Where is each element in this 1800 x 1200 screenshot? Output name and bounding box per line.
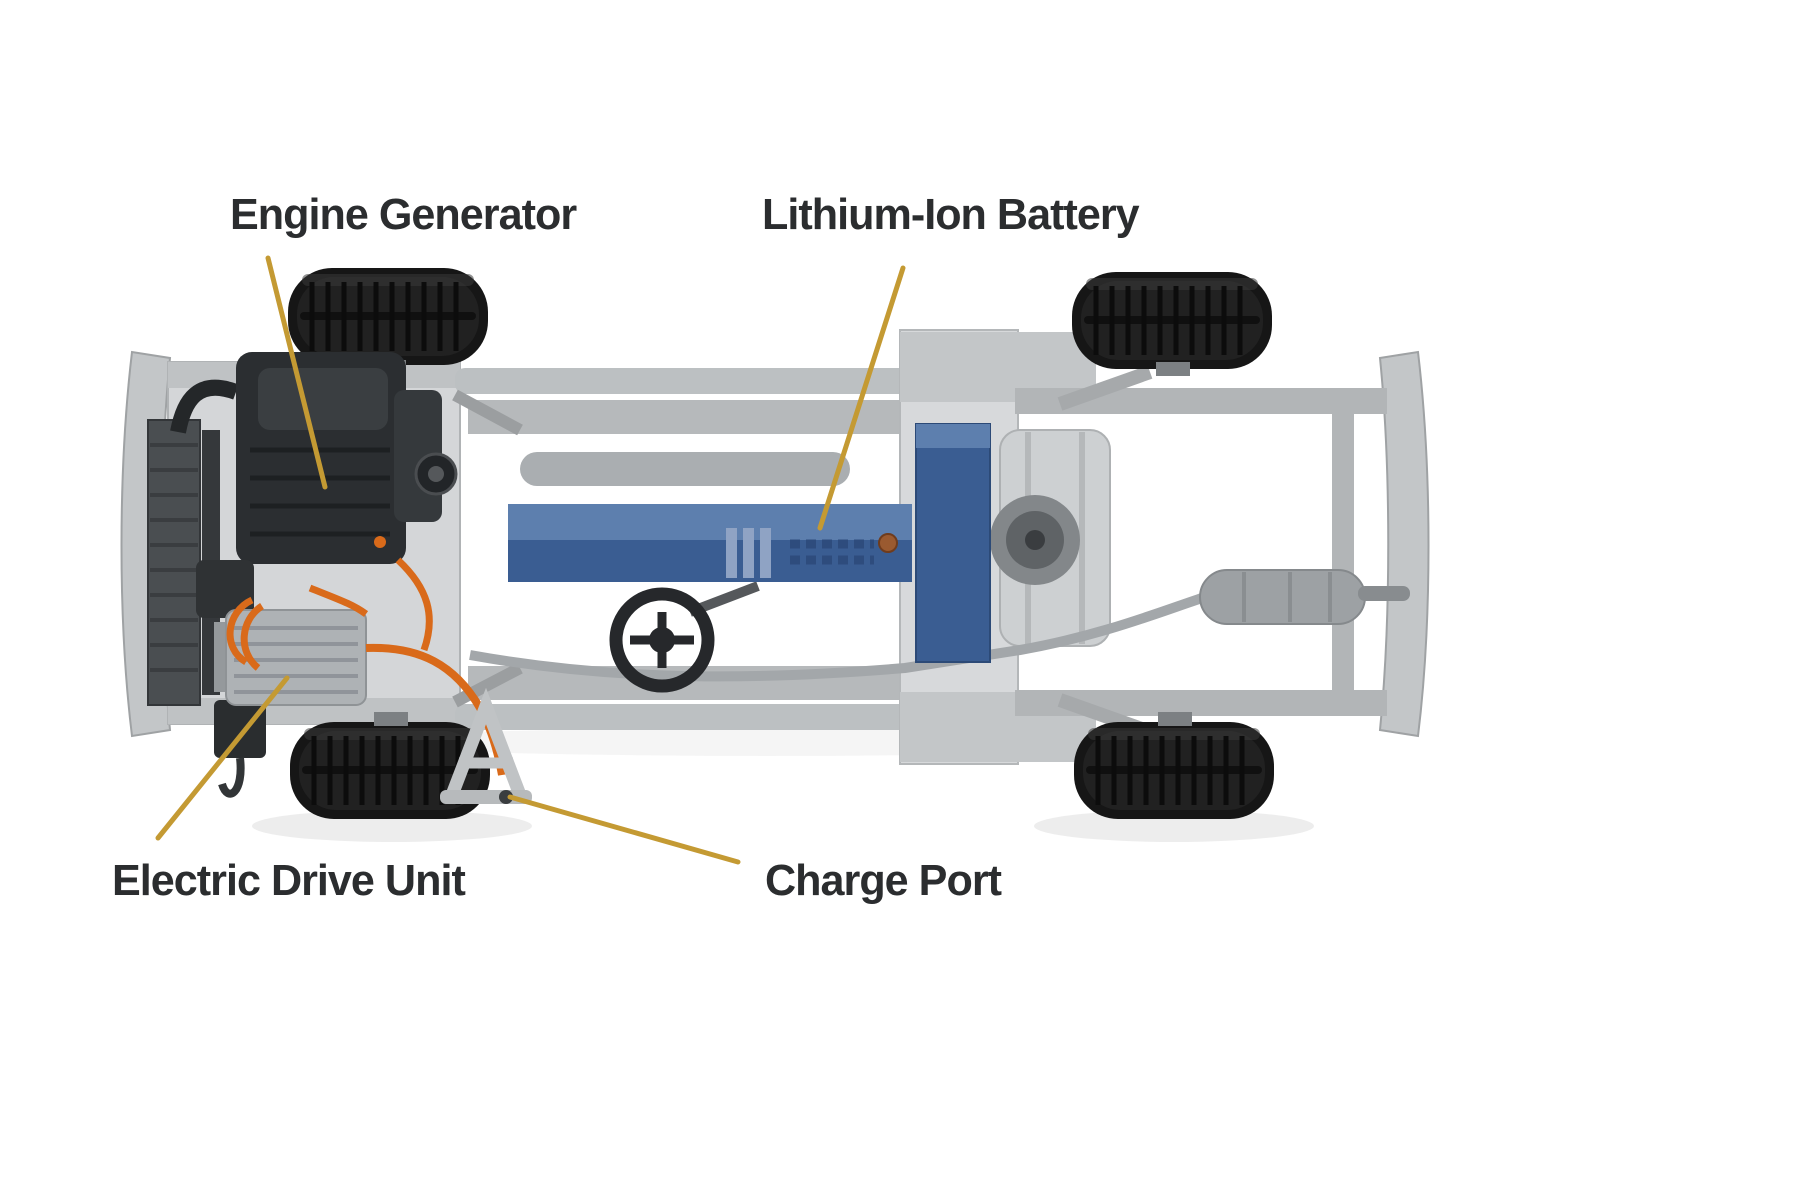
tire-rear-left [1072,272,1272,369]
electric-drive-unit-component [214,609,367,706]
charge-port-component [440,687,532,804]
rear-axle-stub-top [1156,362,1190,376]
tire-front-left [288,268,488,365]
battery-service-cap [878,533,898,553]
battery-t-pack [915,423,991,663]
battery-t-pack-top [916,424,990,448]
floor-tunnel-shield [520,452,850,486]
hv-cable-2 [240,603,265,671]
leader-engine-generator [265,255,328,490]
rear-axle-stub-bottom [1158,712,1192,726]
rocker-sill-bottom [455,704,923,730]
tire-rear-right [1074,722,1274,819]
battery-tab-1 [726,528,737,578]
spare-disc-hub [1025,530,1045,550]
exhaust-system [469,569,1410,682]
radiator-fins [150,443,198,672]
charge-port-socket [499,790,513,804]
intake-hose [170,379,239,434]
rear-structure [899,329,1387,765]
steering-wheel [609,581,760,693]
front-axle-stub-bottom [374,712,408,726]
exhaust-pipe [469,593,1204,682]
battery-tunnel-body [508,540,912,582]
aux-battery [214,700,266,758]
lithium-ion-battery-component [508,423,991,663]
mid-structure [452,368,923,730]
torque-boxes [452,389,523,708]
rear-crossbar [1332,414,1354,690]
leader-electric-drive-unit [155,675,290,841]
leader-lines [155,255,906,865]
shadow-rear [1034,810,1314,842]
hv-cable-1 [226,596,254,666]
label-engine-generator: Engine Generator [230,190,577,239]
fuse-box [196,560,254,618]
engine-ribs [250,447,390,537]
battery-tab-3 [760,528,771,578]
muffler-seams [1242,572,1332,622]
hv-cable-3 [308,584,369,617]
engine-cover [258,368,388,430]
label-lithium-ion-battery: Lithium-Ion Battery [762,190,1140,239]
aux-cable [218,757,245,798]
label-charge-port: Charge Port [765,856,1002,905]
rocker-sill-top [455,368,923,394]
label-electric-drive-unit: Electric Drive Unit [112,856,466,905]
hv-cable-4 [395,557,433,652]
shadow-front [252,810,532,842]
leader-charge-port [507,794,741,865]
battery-module-grid [790,539,874,565]
leader-lithium-ion-battery [817,265,906,531]
radiator [147,419,201,706]
tailpipe [1358,586,1410,601]
pulley-hub [428,466,444,482]
rear-bumper [1378,350,1430,738]
steering-hub [649,627,675,653]
battery-tunnel-top [508,504,912,540]
steering-rim [609,587,715,693]
edu-housing [225,609,367,706]
battery-tab-2 [743,528,754,578]
muffler [1199,569,1366,625]
dipstick-cap [374,536,386,548]
edu-cooling-ribs [234,626,358,694]
frame-rail-top [468,400,920,434]
engine-generator-component [170,352,458,798]
